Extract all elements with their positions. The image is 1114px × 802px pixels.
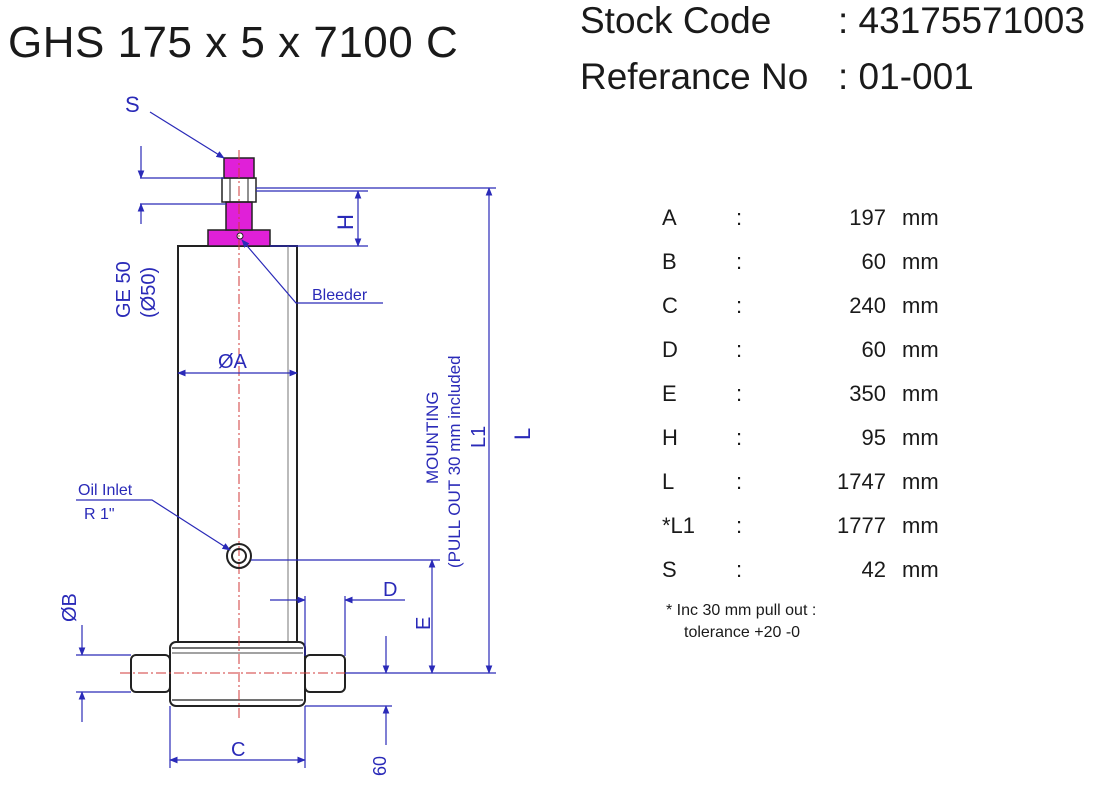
spec-label: S — [662, 557, 677, 582]
table-row: C: 240 mm — [662, 284, 962, 328]
product-title: GHS 175 x 5 x 7100 C — [8, 18, 459, 67]
spec-colon: : — [736, 249, 743, 274]
spec-value: 240 — [849, 293, 886, 318]
spec-unit: mm — [902, 249, 939, 274]
stock-code-label: Stock Code — [580, 0, 772, 41]
table-row: *L1: 1777 mm — [662, 504, 962, 548]
spec-value: 1747 — [837, 469, 886, 494]
spec-colon: : — [736, 293, 743, 318]
stock-code-value: : 43175571003 — [838, 0, 1085, 41]
table-row: D: 60 mm — [662, 328, 962, 372]
spec-unit: mm — [902, 381, 939, 406]
label-e: E — [413, 617, 435, 630]
bleeder-leader — [241, 239, 383, 304]
table-row: E: 350 mm — [662, 372, 962, 416]
reference-value: : 01-001 — [838, 56, 974, 97]
label-oil-inlet: Oil Inlet — [78, 482, 133, 499]
trunnion-block — [169, 641, 306, 707]
spec-colon: : — [736, 381, 743, 406]
spec-colon: : — [736, 469, 743, 494]
tolerance-note: * Inc 30 mm pull out : tolerance +20 -0 — [666, 600, 816, 644]
spec-value: 60 — [861, 249, 886, 274]
spec-label: *L1 — [662, 513, 696, 538]
stock-code-row: Stock Code : 43175571003 — [580, 0, 1085, 42]
label-pullout: (PULL OUT 30 mm included — [445, 355, 464, 568]
spec-colon: : — [736, 513, 743, 538]
spec-value: 1777 — [837, 513, 886, 538]
spec-value: 60 — [861, 337, 886, 362]
table-row: S: 42 mm — [662, 548, 962, 592]
oil-inlet-outer — [226, 543, 252, 569]
spec-unit: mm — [902, 337, 939, 362]
spec-unit: mm — [902, 469, 939, 494]
cylinder-body — [177, 245, 298, 643]
label-d: D — [383, 579, 397, 601]
reference-row: Referance No : 01-001 — [580, 56, 974, 98]
s-leader — [149, 111, 225, 159]
label-h: H — [333, 214, 358, 230]
spec-label: C — [662, 293, 678, 318]
spec-unit: mm — [902, 205, 939, 230]
dimension-table: A: 197 mm B: 60 mm C: 240 mm D: 60 mm E: 350 mm H:… — [662, 196, 962, 592]
spec-value: 197 — [849, 205, 886, 230]
spec-colon: : — [736, 557, 743, 582]
spec-value: 42 — [861, 557, 886, 582]
spec-label: D — [662, 337, 678, 362]
spec-value: 95 — [861, 425, 886, 450]
label-mounting: MOUNTING — [423, 391, 442, 484]
label-ge50: GE 50 — [113, 261, 135, 318]
label-s: S — [125, 92, 140, 117]
spec-label: H — [662, 425, 678, 450]
label-c: C — [231, 739, 245, 761]
spec-unit: mm — [902, 557, 939, 582]
table-row: L: 1747 mm — [662, 460, 962, 504]
spec-unit: mm — [902, 513, 939, 538]
table-row: H: 95 mm — [662, 416, 962, 460]
label-l: L — [510, 428, 535, 440]
oil-inlet-inner — [231, 548, 247, 564]
spec-label: E — [662, 381, 677, 406]
spec-value: 350 — [849, 381, 886, 406]
label-o50: (Ø50) — [138, 267, 160, 318]
table-row: B: 60 mm — [662, 240, 962, 284]
label-bleeder: Bleeder — [312, 287, 368, 304]
spec-colon: : — [736, 425, 743, 450]
spec-unit: mm — [902, 425, 939, 450]
spec-unit: mm — [902, 293, 939, 318]
label-l1: L1 — [468, 426, 490, 448]
dimension-table-body: A: 197 mm B: 60 mm C: 240 mm D: 60 mm E: 350 mm H:… — [662, 196, 962, 592]
spec-label: A — [662, 205, 677, 230]
bleeder-point — [236, 232, 244, 240]
note-line-2: tolerance +20 -0 — [684, 624, 801, 641]
oil-inlet-leader — [76, 499, 231, 551]
table-row: A: 197 mm — [662, 196, 962, 240]
spec-colon: : — [736, 337, 743, 362]
spec-colon: : — [736, 205, 743, 230]
label-ob: ØB — [59, 593, 81, 622]
reference-label: Referance No — [580, 56, 809, 97]
label-60: 60 — [370, 756, 390, 776]
spec-label: L — [662, 469, 675, 494]
note-line-1: * Inc 30 mm pull out : — [666, 602, 817, 619]
label-oa: ØA — [218, 351, 248, 373]
spec-label: B — [662, 249, 677, 274]
label-r1: R 1" — [84, 506, 115, 523]
